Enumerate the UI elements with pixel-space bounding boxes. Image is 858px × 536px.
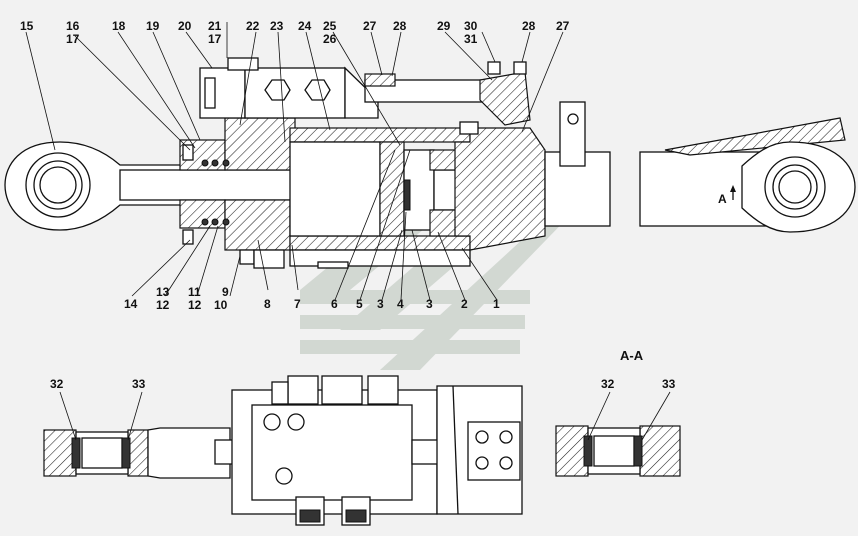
rod-eye-right: A bbox=[639, 117, 856, 233]
end-cap bbox=[454, 101, 611, 251]
cylinder-barrel bbox=[289, 127, 471, 269]
callout-8: 8 bbox=[264, 297, 271, 311]
callout-6: 6 bbox=[331, 297, 338, 311]
callout-27b: 27 bbox=[556, 19, 570, 33]
leader-lines-lower bbox=[59, 391, 671, 441]
leader-lines-top bbox=[25, 22, 564, 151]
callout-27: 27 bbox=[363, 19, 377, 33]
callout-12b: 12 bbox=[188, 298, 202, 312]
valve-block-top bbox=[199, 57, 379, 119]
callout-17: 17 bbox=[66, 32, 80, 46]
callout-19: 19 bbox=[146, 19, 160, 33]
callout-28: 28 bbox=[393, 19, 407, 33]
rod-eye-left bbox=[4, 141, 201, 231]
callout-32-section: 32 bbox=[601, 377, 615, 391]
callout-33-section: 33 bbox=[662, 377, 676, 391]
callout-12: 12 bbox=[156, 298, 170, 312]
callout-5: 5 bbox=[356, 297, 363, 311]
callout-4: 4 bbox=[397, 297, 404, 311]
hydraulic-pipe bbox=[364, 61, 531, 135]
callout-2: 2 bbox=[461, 297, 468, 311]
callout-32-lower: 32 bbox=[50, 377, 64, 391]
callouts-top: 15 16 17 18 19 20 21 17 22 23 24 25 26 2… bbox=[20, 19, 570, 46]
callout-17b: 17 bbox=[208, 32, 222, 46]
main-section-view: A bbox=[4, 57, 856, 269]
callout-21: 21 bbox=[208, 19, 222, 33]
view-marker-label: A bbox=[718, 192, 727, 206]
callout-13: 13 bbox=[156, 285, 170, 299]
callout-23: 23 bbox=[270, 19, 284, 33]
callout-30: 30 bbox=[464, 19, 478, 33]
callout-18: 18 bbox=[112, 19, 126, 33]
external-view bbox=[43, 375, 523, 526]
callout-16: 16 bbox=[66, 19, 80, 33]
callout-31: 31 bbox=[464, 32, 478, 46]
callout-14: 14 bbox=[124, 297, 138, 311]
callout-15: 15 bbox=[20, 19, 34, 33]
callout-10: 10 bbox=[214, 298, 228, 312]
callout-28b: 28 bbox=[522, 19, 536, 33]
callout-3b: 3 bbox=[426, 297, 433, 311]
section-a-a-view: A-A bbox=[555, 348, 681, 477]
callout-20: 20 bbox=[178, 19, 192, 33]
section-a-a-title: A-A bbox=[620, 348, 644, 363]
callout-7: 7 bbox=[294, 297, 301, 311]
callout-26: 26 bbox=[323, 32, 337, 46]
callout-3: 3 bbox=[377, 297, 384, 311]
callout-25: 25 bbox=[323, 19, 337, 33]
callouts-bottom: 14 13 12 11 12 9 10 8 7 6 5 3 4 3 2 1 bbox=[124, 285, 500, 312]
callout-9: 9 bbox=[222, 285, 229, 299]
callout-1: 1 bbox=[493, 297, 500, 311]
callout-11: 11 bbox=[188, 285, 201, 299]
callout-22: 22 bbox=[246, 19, 260, 33]
callout-24: 24 bbox=[298, 19, 312, 33]
callouts-lower: 32 33 32 33 bbox=[50, 377, 676, 391]
callout-33-lower: 33 bbox=[132, 377, 146, 391]
callout-29: 29 bbox=[437, 19, 451, 33]
leader-lines-bottom bbox=[131, 149, 498, 301]
